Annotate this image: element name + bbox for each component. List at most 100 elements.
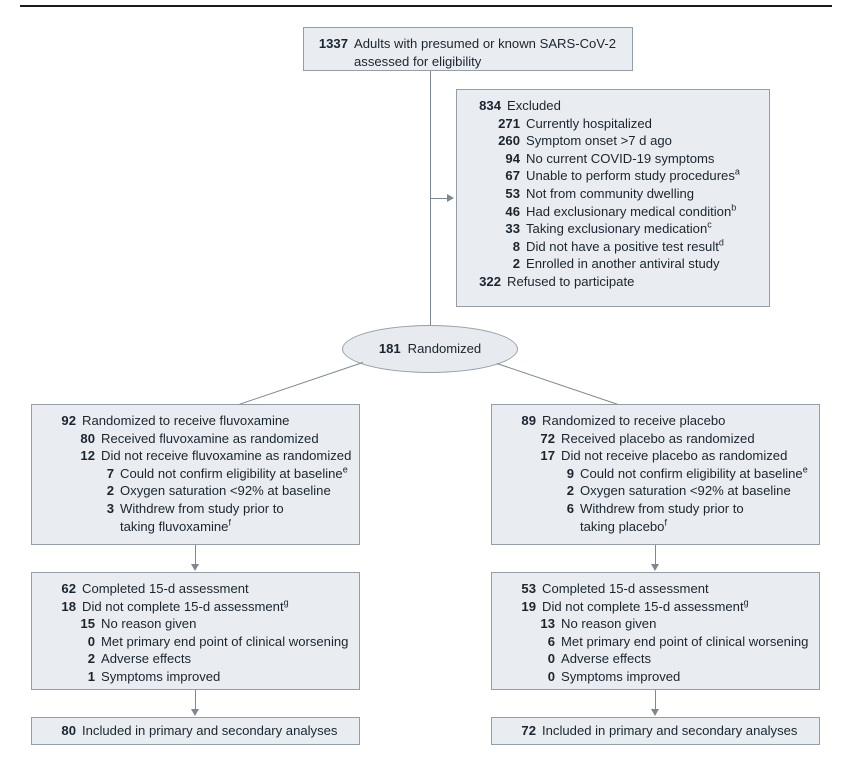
allocation-not-received-row: 17 Did not receive placebo as randomized <box>502 447 809 465</box>
followup-completed-row: 62 Completed 15-d assessment <box>42 580 349 598</box>
connector-right-followup-to-analysis <box>655 690 656 713</box>
allocation-received-row: 72 Received placebo as randomized <box>502 430 809 448</box>
allocation-received-count: 80 <box>80 430 95 446</box>
allocation-received-label: Received placebo as randomized <box>561 430 755 446</box>
allocation-reason-row: 3 Withdrew from study prior to taking fl… <box>42 500 317 535</box>
allocation-not-received-row: 12 Did not receive fluvoxamine as random… <box>42 447 352 465</box>
excluded-reason-count: 53 <box>505 185 520 201</box>
excluded-reason-label: Had exclusionary medical conditionb <box>526 202 737 219</box>
allocation-reason-count: 9 <box>566 465 574 481</box>
allocation-label: Randomized to receive placebo <box>542 413 726 428</box>
analysis-row: 72 Included in primary and secondary ana… <box>502 722 809 740</box>
enrollment-label: Adults with presumed or known SARS-CoV-2… <box>354 36 616 69</box>
allocation-reason-row: 9 Could not confirm eligibility at basel… <box>502 465 809 483</box>
allocation-label: Randomized to receive fluvoxamine <box>82 413 290 428</box>
allocation-not-received-label: Did not receive fluvoxamine as randomize… <box>101 448 352 464</box>
enrollment-box: 1337 Adults with presumed or known SARS-… <box>303 27 633 71</box>
connector-right-alloc-arrowhead <box>650 564 659 571</box>
allocation-not-received-count: 17 <box>540 448 555 464</box>
footnote-ref: e <box>342 464 348 475</box>
connector-excluded-arrowhead <box>447 194 454 202</box>
excluded-reason-row: 260 Symptom onset >7 d ago <box>467 132 759 150</box>
excluded-reason-label: Currently hospitalized <box>526 115 652 131</box>
allocation-reason-label: Could not confirm eligibility at baselin… <box>580 464 808 481</box>
analysis-count: 80 <box>61 723 76 739</box>
followup-completed-count: 53 <box>521 581 536 596</box>
allocation-reason-label: Withdrew from study prior to taking fluv… <box>120 500 284 534</box>
analysis-row: 80 Included in primary and secondary ana… <box>42 722 349 740</box>
connector-excluded-branch <box>430 198 448 199</box>
excluded-reason-label: Did not have a positive test resultd <box>526 237 724 254</box>
footnote-ref: a <box>734 167 740 178</box>
followup-not-completed-row: 19 Did not complete 15-d assessmentg <box>502 598 809 616</box>
followup-reason-row: 0 Adverse effects <box>502 650 809 668</box>
excluded-reason-row: 46 Had exclusionary medical conditionb <box>467 203 759 221</box>
followup-not-completed-label: Did not complete 15-d assessmentg <box>82 597 289 614</box>
footnote-ref: d <box>718 237 724 248</box>
followup-reason-label: Met primary end point of clinical worsen… <box>101 633 349 649</box>
excluded-reason-row: 33 Taking exclusionary medicationc <box>467 220 759 238</box>
followup-box-placebo: 53 Completed 15-d assessment 19 Did not … <box>491 572 820 690</box>
followup-completed-label: Completed 15-d assessment <box>542 581 709 596</box>
followup-completed-label: Completed 15-d assessment <box>82 581 249 596</box>
followup-box-fluvoxamine: 62 Completed 15-d assessment 18 Did not … <box>31 572 360 690</box>
enrollment-row: 1337 Adults with presumed or known SARS-… <box>314 35 622 70</box>
excluded-reason-count: 271 <box>498 115 520 131</box>
excluded-box: 834 Excluded 271 Currently hospitalized … <box>456 89 770 307</box>
allocation-box-placebo: 89 Randomized to receive placebo 72 Rece… <box>491 404 820 545</box>
allocation-not-received-label: Did not receive placebo as randomized <box>561 448 788 464</box>
excluded-label: Excluded <box>507 98 561 113</box>
followup-reason-label: Adverse effects <box>561 651 652 667</box>
excluded-reason-label: No current COVID-19 symptoms <box>526 150 715 166</box>
followup-reason-count: 6 <box>547 633 555 649</box>
allocation-reason-label: Oxygen saturation <92% at baseline <box>120 483 331 499</box>
allocation-reason-count: 2 <box>106 483 114 499</box>
excluded-reason-label: Symptom onset >7 d ago <box>526 133 672 149</box>
followup-reason-row: 2 Adverse effects <box>42 650 349 668</box>
allocation-reason-label: Withdrew from study prior to taking plac… <box>580 500 744 534</box>
followup-reason-row: 0 Symptoms improved <box>502 668 809 686</box>
footnote-ref: e <box>802 464 808 475</box>
allocation-received-count: 72 <box>540 430 555 446</box>
footnote-ref: f <box>228 517 231 528</box>
followup-reason-count: 0 <box>547 668 555 684</box>
followup-not-completed-count: 19 <box>521 598 536 614</box>
connector-left-followup-to-analysis <box>195 690 196 713</box>
followup-reason-count: 2 <box>87 651 95 667</box>
followup-reason-label: Adverse effects <box>101 651 192 667</box>
excluded-reason-count: 46 <box>505 203 520 219</box>
footnote-ref: g <box>743 597 749 608</box>
excluded-reason-count: 67 <box>505 168 520 184</box>
footnote-ref: b <box>731 202 737 213</box>
allocation-reason-row: 6 Withdrew from study prior to taking pl… <box>502 500 777 535</box>
followup-reason-count: 1 <box>87 668 95 684</box>
allocation-received-row: 80 Received fluvoxamine as randomized <box>42 430 349 448</box>
excluded-refused-label: Refused to participate <box>507 273 635 289</box>
excluded-reason-row: 271 Currently hospitalized <box>467 115 759 133</box>
allocation-reason-count: 6 <box>566 500 574 516</box>
analysis-count: 72 <box>521 723 536 739</box>
allocation-reason-count: 3 <box>106 500 114 516</box>
followup-completed-count: 62 <box>61 581 76 596</box>
footnote-ref: g <box>283 597 289 608</box>
excluded-count: 834 <box>479 98 501 113</box>
excluded-refused-count: 322 <box>479 273 501 289</box>
excluded-refused-row: 322 Refused to participate <box>467 273 759 291</box>
followup-reason-label: No reason given <box>561 616 657 632</box>
connector-left-followup-arrowhead <box>190 709 199 716</box>
randomized-label: Randomized <box>407 341 482 357</box>
allocation-reason-row: 2 Oxygen saturation <92% at baseline <box>502 482 809 500</box>
followup-reason-label: Symptoms improved <box>561 668 681 684</box>
allocation-received-label: Received fluvoxamine as randomized <box>101 430 319 446</box>
excluded-reason-label: Taking exclusionary medicationc <box>526 219 712 237</box>
excluded-reason-count: 33 <box>505 221 520 237</box>
excluded-reason-count: 260 <box>498 133 520 149</box>
followup-reason-row: 0 Met primary end point of clinical wors… <box>42 633 349 651</box>
excluded-reason-count: 8 <box>512 238 520 254</box>
header-rule <box>20 5 832 7</box>
allocation-count: 89 <box>521 413 536 428</box>
followup-reason-label: Symptoms improved <box>101 668 221 684</box>
